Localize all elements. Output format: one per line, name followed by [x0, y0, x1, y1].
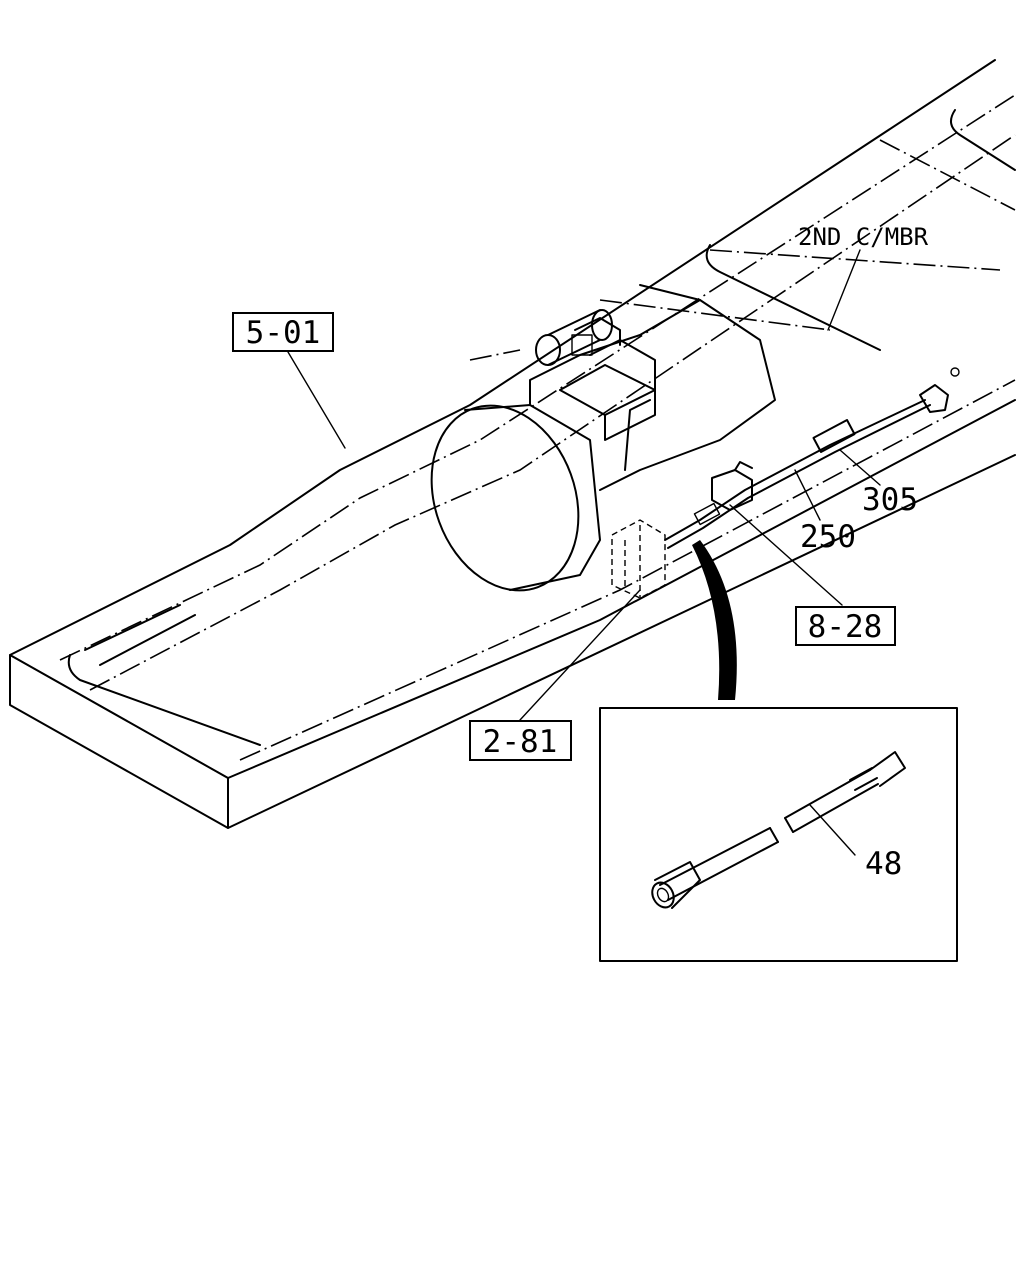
ref-8-28-label: 8-28	[808, 609, 883, 645]
ref-8-28[interactable]: 8-28	[795, 606, 896, 646]
ref-5-01-label: 5-01	[246, 315, 321, 351]
part-305-label[interactable]: 305	[862, 482, 918, 518]
ref-2-81-label: 2-81	[483, 724, 558, 760]
ref-8-28-box	[795, 606, 896, 646]
ref-5-01[interactable]: 5-01	[232, 312, 334, 352]
crossmember-label: 2ND C/MBR	[798, 223, 929, 251]
detail-pointer	[692, 540, 737, 700]
transmission-assembly	[430, 284, 776, 592]
detail-inset	[599, 707, 958, 962]
transmission-flange	[611, 519, 666, 599]
leader-lines	[287, 249, 881, 856]
chassis-frame	[9, 59, 1016, 829]
speedometer-cable	[664, 367, 960, 549]
ref-5-01-box	[232, 312, 334, 352]
ref-2-81-box	[469, 720, 572, 761]
ref-2-81[interactable]: 2-81	[469, 720, 572, 761]
part-250-label[interactable]: 250	[800, 519, 856, 555]
cable-part-48	[651, 751, 906, 909]
part-48-label[interactable]: 48	[865, 846, 902, 882]
